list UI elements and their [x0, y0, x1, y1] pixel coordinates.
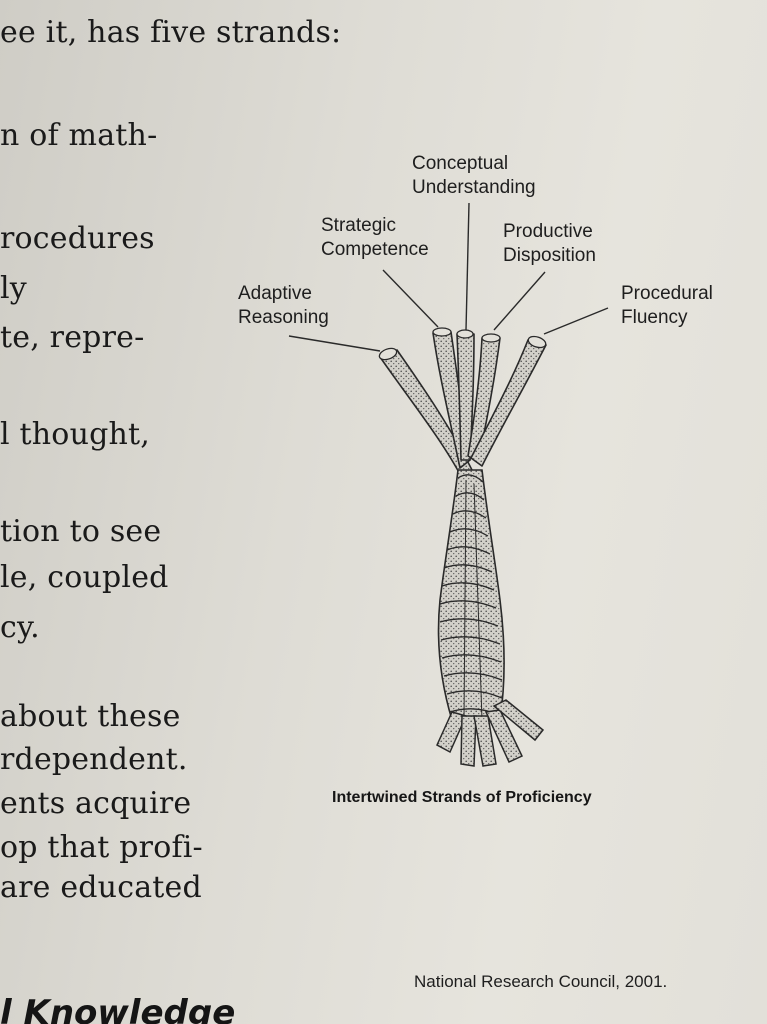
leader-line-productive [493, 271, 546, 331]
source-credit: National Research Council, 2001. [414, 972, 668, 991]
frayed-ends [436, 699, 545, 767]
braided-rope [437, 469, 505, 721]
label-procedural-fluency: Procedural Fluency [621, 283, 713, 328]
strand-end-productive [481, 333, 501, 343]
label-adaptive-reasoning: Adaptive Reasoning [238, 283, 329, 328]
leader-line-procedural [543, 307, 609, 335]
strand-procedural [470, 339, 547, 467]
body-line-9: cy. [0, 610, 40, 645]
leader-line-conceptual [465, 202, 470, 331]
body-line-11: rdependent. [0, 742, 188, 777]
label-productive-disposition: Productive Disposition [503, 221, 596, 266]
body-line-13: op that profi- [0, 830, 203, 865]
strand-conceptual [456, 333, 475, 461]
body-line-5: te, repre- [0, 320, 145, 355]
body-line-4: ly [0, 271, 27, 306]
strand-end-conceptual [456, 329, 474, 339]
body-line-3: rocedures [0, 221, 155, 256]
upper-strands [379, 331, 547, 479]
body-line-14: are educated [0, 870, 202, 905]
label-conceptual-understanding: Conceptual Understanding [412, 153, 536, 198]
leader-line-adaptive [288, 335, 381, 352]
leader-line-strategic [382, 269, 439, 328]
body-line-7: tion to see [0, 514, 162, 549]
body-line-6: l thought, [0, 417, 151, 452]
body-line-2: n of math- [0, 118, 158, 153]
body-line-12: ents acquire [0, 786, 192, 821]
rope-body [437, 469, 505, 721]
body-line-1: ee it, has five strands: [0, 15, 342, 50]
strand-end-strategic [432, 327, 452, 337]
figure-caption: Intertwined Strands of Proficiency [332, 789, 592, 806]
strand-end-adaptive [378, 347, 398, 361]
footer-heading: l Knowledge [0, 993, 236, 1024]
label-strategic-competence: Strategic Competence [321, 215, 429, 260]
braid-segments [439, 474, 503, 721]
strand-ends [378, 327, 547, 361]
body-line-8: le, coupled [0, 560, 169, 595]
body-line-10: about these [0, 699, 181, 734]
strand-end-procedural [527, 335, 547, 349]
leader-lines [288, 202, 609, 352]
